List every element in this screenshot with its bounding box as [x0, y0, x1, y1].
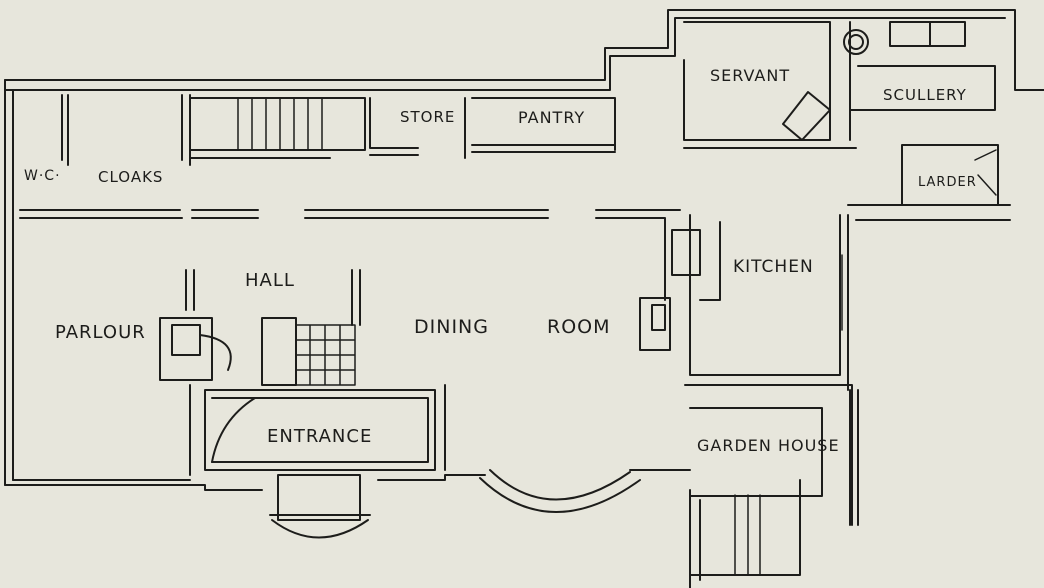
- label-cloaks: CLOAKS: [98, 168, 164, 186]
- hall-chimney: [261, 317, 297, 386]
- servant-walls: [683, 21, 857, 149]
- label-servant: SERVANT: [710, 66, 791, 85]
- stair-outline: [189, 97, 366, 159]
- label-hall: HALL: [245, 270, 295, 291]
- garden-house-steps: [734, 494, 761, 576]
- entrance-curve: [211, 397, 256, 463]
- hall-east-wall: [351, 269, 361, 326]
- label-dining: DINING: [414, 316, 489, 338]
- label-pantry: PANTRY: [518, 108, 586, 127]
- entrance-steps: [269, 474, 371, 521]
- label-wc: W·C·: [24, 168, 61, 184]
- dining-south-wall: [444, 384, 691, 471]
- larder-shelves: [974, 149, 997, 196]
- north-rooms-south-wall-2: [304, 209, 549, 219]
- north-rooms-south-wall: [19, 209, 259, 219]
- dining-fireplace: [639, 297, 671, 351]
- kitchen-window: [841, 254, 849, 331]
- parlour-door-arc: [199, 334, 232, 371]
- hall-west-wall: [185, 269, 195, 311]
- dining-bay-inner: [489, 469, 631, 501]
- outer-wall-west: [4, 79, 14, 486]
- outer-wall-south-east: [377, 474, 486, 481]
- hall-stair-grid: [295, 324, 356, 386]
- kitchen-walls: [689, 214, 841, 376]
- parlour-fireplace: [159, 317, 213, 381]
- label-parlour: PARLOUR: [55, 322, 146, 343]
- outer-wall-north-inner: [4, 17, 1006, 91]
- kitchen-range: [671, 229, 701, 276]
- copper-boiler-inner: [848, 34, 864, 50]
- dining-bay-outer: [479, 477, 641, 513]
- east-service-wall: [847, 204, 1011, 391]
- label-scullery: SCULLERY: [883, 86, 967, 104]
- entrance-porch-arc: [271, 519, 369, 539]
- wc-wall: [61, 94, 69, 166]
- garden-house-east-wall: [849, 389, 859, 526]
- outer-wall-south-west: [4, 479, 263, 491]
- cloaks-wall-east: [181, 94, 191, 166]
- scullery-sink: [889, 21, 966, 47]
- store-walls: [369, 97, 466, 159]
- label-kitchen: KITCHEN: [733, 257, 814, 277]
- servant-bed: [782, 91, 831, 141]
- label-garden-house: GARDEN HOUSE: [697, 436, 840, 455]
- copper-boiler: [843, 29, 869, 55]
- label-entrance: ENTRANCE: [267, 426, 373, 447]
- label-larder: LARDER: [918, 175, 977, 190]
- scullery-walls: [849, 21, 996, 141]
- north-rooms-south-wall-3: [595, 209, 681, 301]
- outer-wall-north: [4, 9, 1044, 91]
- garden-house-walls: [684, 384, 853, 526]
- entrance-walls: [204, 389, 436, 471]
- pantry-walls: [471, 97, 616, 153]
- stair-treads: [237, 97, 323, 151]
- garden-house-porch: [689, 479, 801, 588]
- label-store: STORE: [400, 108, 456, 126]
- label-room: ROOM: [547, 316, 611, 338]
